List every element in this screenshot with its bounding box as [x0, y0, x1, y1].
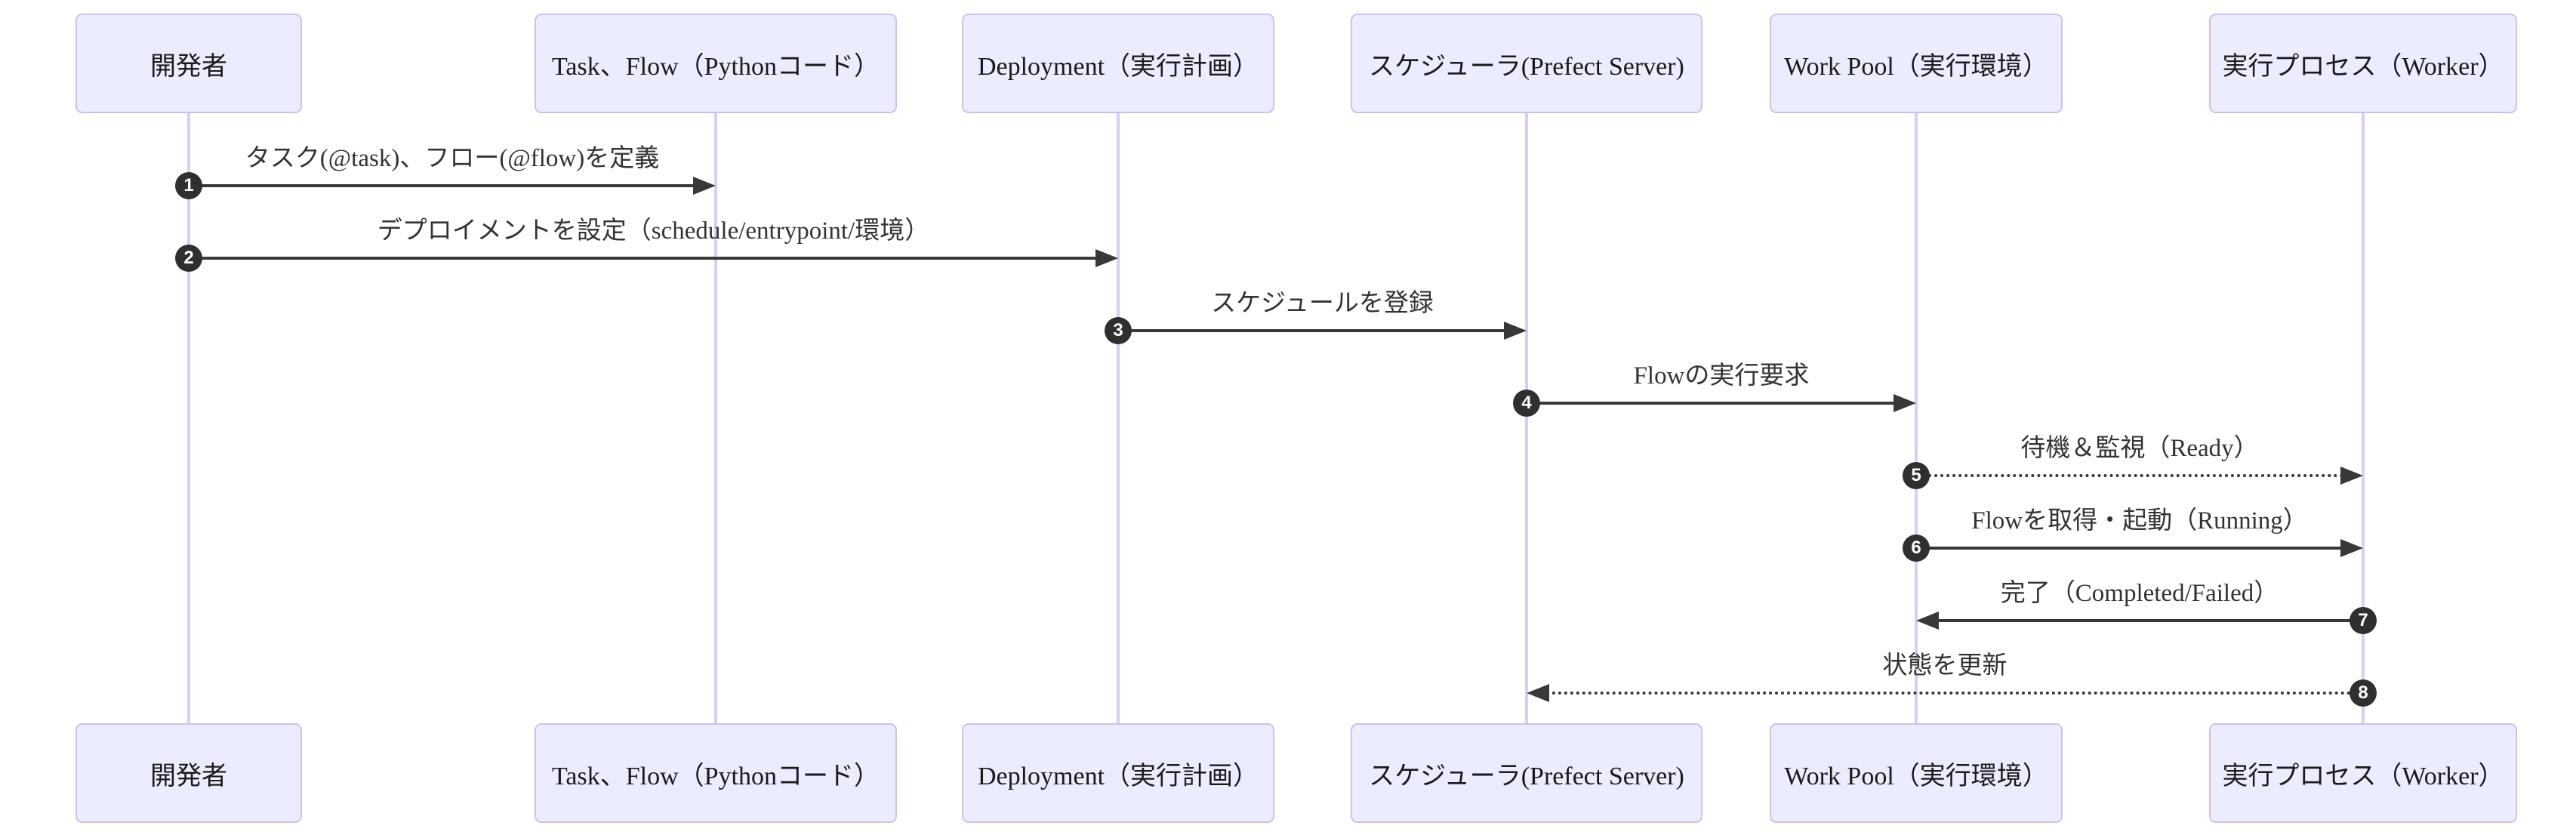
sequence-number-badge: 1 [175, 172, 202, 199]
message-arrow [1527, 402, 1909, 405]
participant-box-worker-bottom: 実行プロセス（Worker） [2209, 723, 2517, 823]
participant-box-task-flow-bottom: Task、Flow（Pythonコード） [535, 723, 897, 823]
participant-label: 実行プロセス（Worker） [2222, 762, 2504, 790]
sequence-number-badge: 5 [1903, 462, 1930, 489]
message-label: 完了（Completed/Failed） [2000, 580, 2279, 607]
participant-box-task-flow-top: Task、Flow（Pythonコード） [535, 14, 897, 113]
sequence-number-badge: 7 [2350, 607, 2377, 634]
sequence-number-badge: 8 [2350, 679, 2377, 707]
message-label: 待機＆監視（Ready） [2020, 435, 2259, 462]
lifeline-deployment [1117, 113, 1120, 723]
arrowhead-icon [1095, 249, 1118, 267]
participant-box-worker-top: 実行プロセス（Worker） [2209, 14, 2517, 113]
lifeline-worker [2362, 113, 2365, 723]
message-arrow [1534, 692, 2363, 695]
participant-label: Task、Flow（Pythonコード） [552, 52, 880, 81]
participant-label: 開発者 [150, 52, 227, 81]
message-arrow [189, 184, 708, 187]
message-label: Flowの実行要求 [1633, 362, 1810, 390]
arrowhead-icon [1527, 684, 1549, 702]
sequence-number-badge: 3 [1105, 317, 1132, 344]
participant-box-work-pool-top: Work Pool（実行環境） [1770, 14, 2063, 113]
participant-box-deployment-bottom: Deployment（実行計画） [962, 723, 1274, 823]
sequence-number-badge: 6 [1903, 535, 1930, 562]
lifeline-task-flow [714, 113, 717, 723]
participant-label: スケジューラ(Prefect Server) [1369, 52, 1684, 81]
message-arrow [1916, 474, 2356, 477]
message-label: タスク(@task)、フロー(@flow)を定義 [245, 145, 660, 172]
participant-box-work-pool-bottom: Work Pool（実行環境） [1770, 723, 2063, 823]
participant-label: 実行プロセス（Worker） [2222, 52, 2504, 81]
sequence-number-badge: 2 [175, 245, 202, 272]
arrowhead-icon [2340, 539, 2363, 557]
sequence-number-badge: 4 [1513, 390, 1540, 417]
arrowhead-icon [2340, 467, 2363, 485]
participant-label: Deployment（実行計画） [977, 762, 1259, 790]
participant-box-scheduler-bottom: スケジューラ(Prefect Server) [1351, 723, 1702, 823]
message-label: Flowを取得・起動（Running） [1971, 507, 2308, 535]
participant-label: Deployment（実行計画） [977, 52, 1259, 81]
message-label: スケジュールを登録 [1211, 290, 1434, 317]
message-arrow [1916, 547, 2356, 550]
message-arrow [1924, 619, 2363, 622]
arrowhead-icon [693, 177, 716, 195]
participant-box-scheduler-top: スケジューラ(Prefect Server) [1351, 14, 1702, 113]
message-label: 状態を更新 [1882, 652, 2007, 679]
participant-box-developer-top: 開発者 [75, 14, 302, 113]
participant-label: スケジューラ(Prefect Server) [1369, 762, 1684, 790]
participant-box-deployment-top: Deployment（実行計画） [962, 14, 1274, 113]
participant-box-developer-bottom: 開発者 [75, 723, 302, 823]
message-arrow [1118, 329, 1519, 332]
participant-label: Task、Flow（Pythonコード） [552, 762, 880, 790]
message-arrow [189, 257, 1111, 260]
participant-label: 開発者 [150, 762, 227, 790]
arrowhead-icon [1893, 394, 1916, 412]
message-label: デプロイメントを設定（schedule/entrypoint/環境） [377, 217, 930, 245]
lifeline-work-pool [1915, 113, 1918, 723]
arrowhead-icon [1916, 612, 1939, 630]
lifeline-scheduler [1525, 113, 1528, 723]
arrowhead-icon [1504, 322, 1527, 340]
participant-label: Work Pool（実行環境） [1784, 52, 2048, 81]
participant-label: Work Pool（実行環境） [1784, 762, 2048, 790]
lifeline-developer [187, 113, 190, 723]
